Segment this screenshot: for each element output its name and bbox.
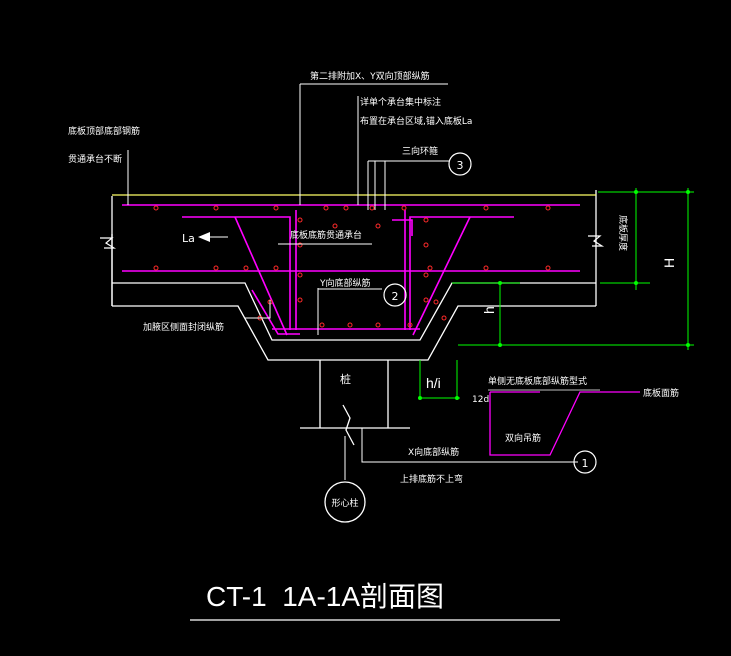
dim-hi-label: h/i [426,375,441,391]
additional-top-rebar [182,216,291,330]
la-arrow: La [182,232,228,245]
top-note-2: 详单个承台集中标注 [360,96,441,108]
la-label: La [182,232,195,245]
dimension-ticks [418,190,690,400]
double-hanger-label: 双向吊筋 [505,432,541,444]
y-bottom-bar-label: Y向底部纵筋 [319,277,371,289]
slab-face-label: 底板面筋 [643,387,679,399]
rebar-lines [122,204,580,336]
haunch-bar-right [412,216,471,336]
leader-lines [127,83,578,480]
callout-3-label: 3 [457,159,464,172]
dim-H-label: H [661,258,677,268]
dim-h-label: h [481,306,497,314]
callout-1-label: 1 [582,457,589,470]
slab-bottom-through-label: 底板底筋贯通承台 [290,229,362,241]
three-way-stirrup-label: 三向环箍 [402,145,438,157]
break-symbol-right [588,235,605,247]
pile-center-bubble: 形心柱 [324,481,366,523]
single-side-note: 单侧无底板底部纵筋型式 [488,375,587,387]
haunch-bar-left [234,216,288,336]
additional-top-rebar-right [409,216,514,330]
single-side-detail [488,389,640,456]
x-bottom-bar-label: X向底部纵筋 [408,446,459,458]
slab-thickness-label: 底板厚度 [617,215,629,251]
left-note-1: 底板顶部底部钢筋 [68,125,140,137]
callout-2: 2 [383,283,407,307]
title-text: CT-1 1A-1A剖面图 [206,581,444,612]
stirrup-right [392,219,413,236]
stirrup-left [251,289,300,335]
left-note-2: 贯通承台不断 [68,153,122,165]
annotations: 第二排附加X、Y双向顶部纵筋 详单个承台集中标注 布置在承台区域,锚入底板La … [68,70,679,485]
drawing-title: CT-1 1A-1A剖面图 [190,581,560,621]
top-note-3: 布置在承台区域,锚入底板La [360,115,472,127]
break-symbol-left [100,237,117,249]
haunch-side-bar-label: 加腋区侧面封闭纵筋 [143,321,224,333]
dimension-lines [418,188,694,400]
pile-center-label: 形心柱 [331,497,358,509]
rebar-dots [153,205,551,328]
pile-label: 桩 [340,372,351,386]
callout-1: 1 [573,450,597,474]
upper-bottom-note: 上排底筋不上弯 [400,473,463,485]
concrete-outline [111,190,597,446]
top-note-1: 第二排附加X、Y双向顶部纵筋 [310,70,430,82]
callout-2-label: 2 [392,290,399,303]
dim-12d-label: 12d [472,395,489,405]
callout-3: 3 [448,152,472,176]
